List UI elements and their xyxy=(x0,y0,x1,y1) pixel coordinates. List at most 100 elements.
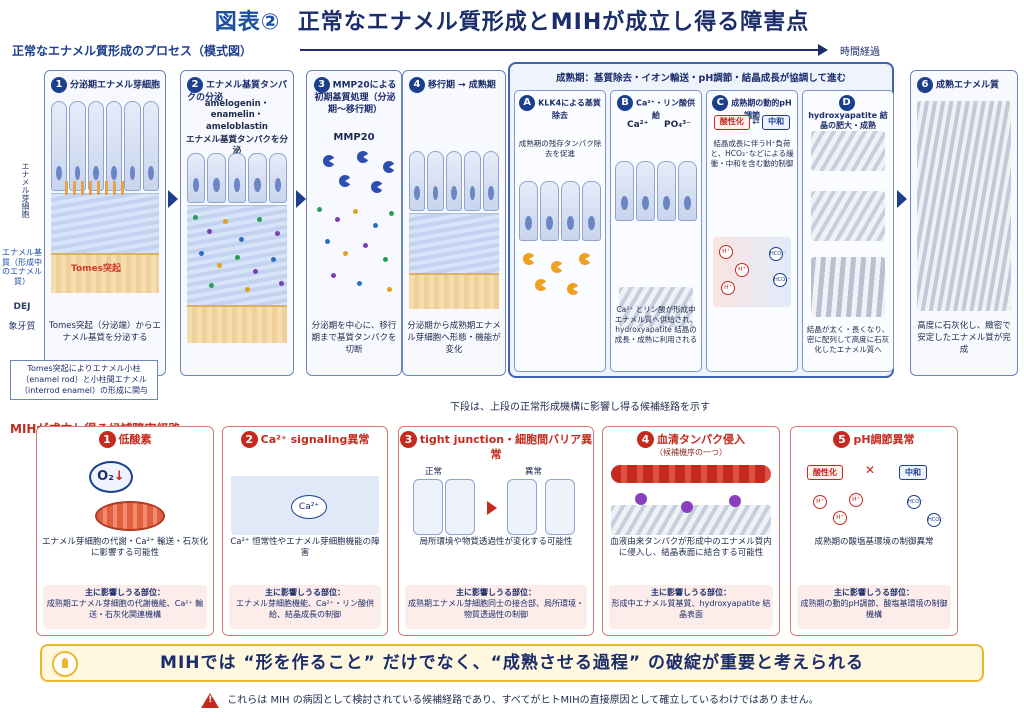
stage-caption: Tomes突起（分泌端）からエナメル基質を分泌する xyxy=(49,321,161,343)
serum-protein-illustration xyxy=(611,465,771,539)
sub-title: hydroxyapatite 結晶の肥大・成熟 xyxy=(808,111,888,131)
ph-illustration: H⁺ H⁺ H⁺ HCO₃⁻ HCO₃⁻ xyxy=(713,237,791,307)
sub-badge: B xyxy=(617,95,633,111)
lightbulb-icon xyxy=(52,651,78,677)
card-title: tight junction・細胞間バリア異常 xyxy=(419,433,593,461)
hco3-ion-icon: HCO₃⁻ xyxy=(907,495,924,509)
o2-icon: O₂↓ xyxy=(89,461,133,493)
card-site: 主に影響しうる部位：成熟期エナメル芽細胞の代謝機能、Ca²⁺ 輸送・石灰化関連機… xyxy=(43,585,207,629)
time-label: 時間経過 xyxy=(840,47,880,58)
sub-caption: 結晶が太く・長くなり、密に配列して高度に石灰化したエナメル質へ xyxy=(806,325,890,355)
acidification-tag: 酸性化 xyxy=(713,115,750,130)
card-badge: 2 xyxy=(240,431,258,448)
h-ion-icon: H⁺ xyxy=(849,493,863,507)
card-badge: 5 xyxy=(833,431,851,448)
side-label-dentin: 象牙質 xyxy=(8,322,36,332)
stage-badge: 4 xyxy=(409,77,425,93)
hco3-ion-icon: HCO₃⁻ xyxy=(927,513,944,527)
stage-title: 成熟エナメル質 xyxy=(936,80,1000,91)
maturation-title: 成熟期：基質除去・イオン輸送・pH調節・結晶成長が協調して進む xyxy=(556,73,846,84)
process-label: 正常なエナメル質形成のプロセス（模式図） xyxy=(12,44,253,58)
warning-note: これらは MIH の病因として検討されている候補経路であり、すべてがヒトMIHの… xyxy=(80,691,940,708)
neutralization-tag: 中和 xyxy=(899,465,927,480)
card-title: pH調節異常 xyxy=(853,433,915,446)
stage-4-illustration xyxy=(409,151,500,311)
stage-title: 移行期 → 成熟期 xyxy=(428,80,496,91)
section-note: 下段は、上段の正常形成機構に影響し得る候補経路を示す xyxy=(450,402,710,413)
h-ion-icon: H⁺ xyxy=(721,281,735,295)
card-body: 血液由来タンパクが形成中のエナメル質内に侵入し、結晶表面に結合する可能性 xyxy=(610,537,772,559)
stage-caption: 高度に石灰化し、緻密で安定したエナメル質が完成 xyxy=(917,321,1011,355)
acidification-tag: 酸性化 xyxy=(807,465,843,480)
card-body: エナメル芽細胞の代謝・Ca²⁺ 輸送・石灰化に影響する可能性 xyxy=(41,537,209,559)
sub-badge: D xyxy=(838,95,855,111)
side-label-dej: DEJ xyxy=(13,302,31,312)
mmp20-label: MMP20 xyxy=(333,132,375,143)
arrow-right-icon xyxy=(296,190,306,208)
h-ion-icon: H⁺ xyxy=(719,245,733,259)
conclusion-banner: MIHでは “形を作ること” だけでなく、“成熟させる過程” の破綻が重要と考え… xyxy=(40,644,984,682)
abnormal-label: 異常 xyxy=(525,467,543,477)
stage-sub: エナメル基質タンパクを分泌 xyxy=(185,135,288,157)
h-ion-icon: H⁺ xyxy=(833,511,847,525)
stage-title: 分泌期エナメル芽細胞 xyxy=(70,80,161,91)
stage-badge: 6 xyxy=(917,77,933,93)
crystal-rods xyxy=(619,287,693,327)
card-site: 主に影響しうる部位：形成中エナメル質基質、hydroxyapatite 結晶表面 xyxy=(609,585,773,629)
ca-signaling-illustration: Ca²⁺ xyxy=(231,461,379,535)
sub-title: KLK4による基質除去 xyxy=(538,98,601,121)
mature-enamel-illustration xyxy=(917,101,1011,311)
side-label-matrix: エナメル基質（形成中のエナメル質） xyxy=(2,248,42,286)
card-body: Ca²⁺ 恒常性やエナメル芽細胞機能の障害 xyxy=(230,537,380,559)
card-body: 成熟期の酸塩基環境の制御異常 xyxy=(814,537,934,547)
stage-caption: 分泌期を中心に、移行期まで基質タンパクを切断 xyxy=(311,321,397,355)
sub-text: 結晶成長に伴うH⁺負荷と、HCO₃⁻などによる緩衝・中和を含む動的制御 xyxy=(710,139,794,169)
card-badge: 1 xyxy=(98,431,116,448)
tomes-process xyxy=(65,181,125,195)
card-body: 局所環境や物質透過性が変化する可能性 xyxy=(419,537,573,547)
sub-stage-d: Dhydroxyapatite 結晶の肥大・成熟 結晶が太く・長くなり、密に配列… xyxy=(802,90,894,372)
h-ion-icon: H⁺ xyxy=(813,495,827,509)
sub-title: 成熟期の動的pH調節 xyxy=(731,98,792,121)
sub-badge: A xyxy=(519,95,536,111)
time-arrow xyxy=(300,44,828,56)
warning-icon xyxy=(201,692,220,708)
card-site: 主に影響しうる部位：成熟期の動的pH調節、酸塩基環境の制御機構 xyxy=(797,585,951,629)
hco3-ion-icon: HCO₃⁻ xyxy=(769,247,786,261)
stage-1-illustration xyxy=(51,101,159,301)
card-badge: 3 xyxy=(399,431,417,448)
hypoxia-illustration: O₂↓ xyxy=(45,461,205,535)
card-title: 血清タンパク侵入 xyxy=(657,433,745,446)
stage-2-illustration xyxy=(187,153,288,353)
mitochondria-icon xyxy=(95,501,165,531)
card-title: 低酸素 xyxy=(118,433,152,446)
arrow-right-icon xyxy=(168,190,178,208)
hco3-ion-icon: HCO₃⁻ xyxy=(773,273,790,287)
ion-po4-label: PO₄³⁻ xyxy=(664,120,691,130)
tight-junction-illustration: 正常 異常 xyxy=(407,467,585,541)
stage-title: MMP20による初期基質処理（分泌期～移行期） xyxy=(314,80,397,115)
sub-title: Ca²⁺・リン酸供給 xyxy=(636,98,695,121)
crystal-small xyxy=(811,131,885,171)
stage-title: エナメル基質タンパクの分泌 xyxy=(187,80,288,104)
arrow-right-icon xyxy=(897,190,907,208)
sub-badge: C xyxy=(712,95,729,111)
ph-abnormal-illustration: 酸性化 ✕ 中和 H⁺ H⁺ H⁺ HCO₃⁻ HCO₃⁻ xyxy=(799,461,949,535)
stage-badge: 1 xyxy=(51,77,67,93)
arrow-right-icon xyxy=(487,501,497,515)
card-title: Ca²⁺ signaling異常 xyxy=(260,433,370,446)
card-site: 主に影響しうる部位：エナメル芽細胞機能、Ca²⁺・リン酸供給、結晶成長の制御 xyxy=(229,585,381,629)
stage-caption: 分泌期から成熟期エナメル芽細胞へ形態・機能が変化 xyxy=(407,321,501,355)
crystal-medium xyxy=(811,191,885,241)
crystal-large xyxy=(811,257,885,317)
page-title: 図表② 正常なエナメル質形成とMIHが成立し得る障害点 xyxy=(214,10,810,35)
